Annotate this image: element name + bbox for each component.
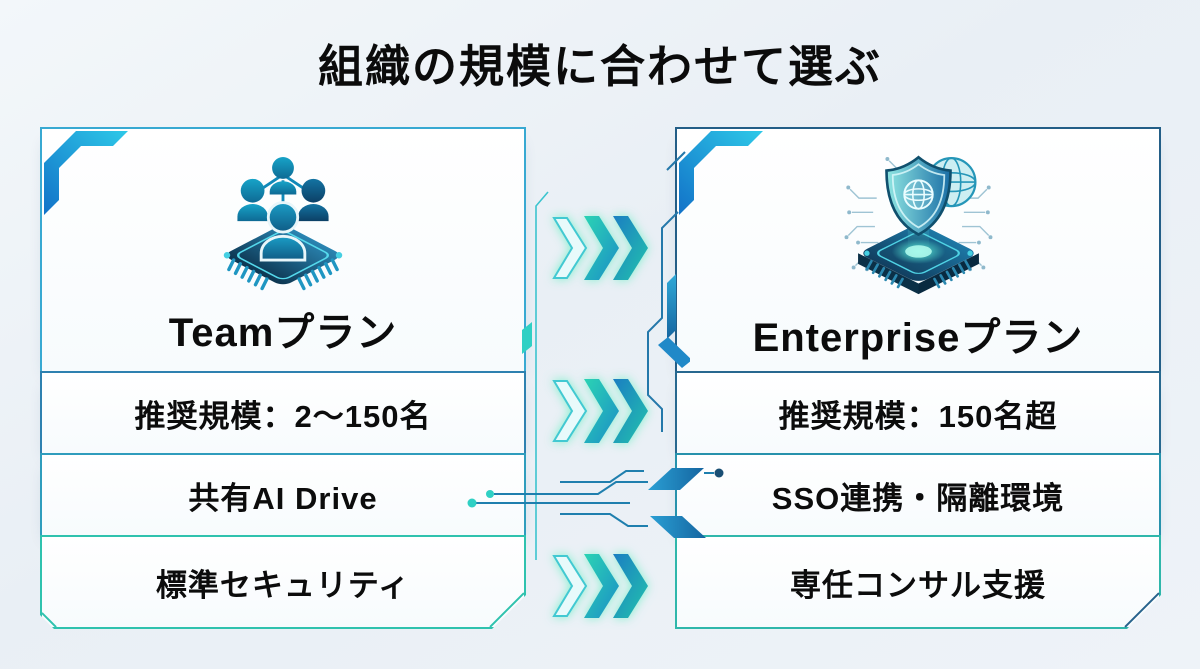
team-plan-header: Teamプラン <box>40 127 526 373</box>
chamfer-edge <box>1124 592 1159 627</box>
enterprise-feature-consulting-text: 専任コンサル支援 <box>790 567 1046 603</box>
shield-globe-chip-icon <box>844 155 992 295</box>
team-feature-drive-text: 共有AI Drive <box>188 480 378 516</box>
enterprise-plan-header: Enterpriseプラン <box>675 127 1161 373</box>
enterprise-feature-row-scale: 推奨規模：150名超 <box>675 371 1161 455</box>
enterprise-feature-row-sso: SSO連携・隔離環境 <box>675 453 1161 537</box>
triple-chevron-right-icon <box>552 379 648 443</box>
page-title: 組織の規模に合わせて選ぶ <box>317 41 882 92</box>
shield-icon <box>884 155 952 237</box>
chip-pins <box>227 258 339 291</box>
triple-chevron-right-icon <box>552 554 648 618</box>
enterprise-plan-title: Enterpriseプラン <box>752 316 1084 360</box>
team-plan-card: Teamプラン 推奨規模：2〜150名 共有AI Drive 標準セキュリティ <box>40 127 526 629</box>
shield-globe <box>902 179 934 210</box>
chip-pins <box>865 259 971 289</box>
team-network-chip-icon <box>223 157 343 291</box>
chamfer-edge <box>489 592 524 627</box>
enterprise-feature-sso-text: SSO連携・隔離環境 <box>771 480 1065 516</box>
team-feature-scale-text: 推奨規模：2〜150名 <box>134 398 432 434</box>
enterprise-feature-row-consulting: 専任コンサル支援 <box>675 535 1161 629</box>
chamfer-edge <box>41 612 57 628</box>
team-feature-row-scale: 推奨規模：2〜150名 <box>40 371 526 455</box>
team-feature-security-text: 標準セキュリティ <box>155 567 411 603</box>
team-plan-title: Teamプラン <box>168 311 398 355</box>
people-group <box>237 157 329 262</box>
triple-chevron-right-icon <box>552 216 648 280</box>
enterprise-plan-card: Enterpriseプラン 推奨規模：150名超 SSO連携・隔離環境 専任コン… <box>675 127 1161 629</box>
team-feature-row-security: 標準セキュリティ <box>40 535 526 629</box>
team-feature-row-drive: 共有AI Drive <box>40 453 526 537</box>
enterprise-feature-scale-text: 推奨規模：150名超 <box>778 398 1058 434</box>
